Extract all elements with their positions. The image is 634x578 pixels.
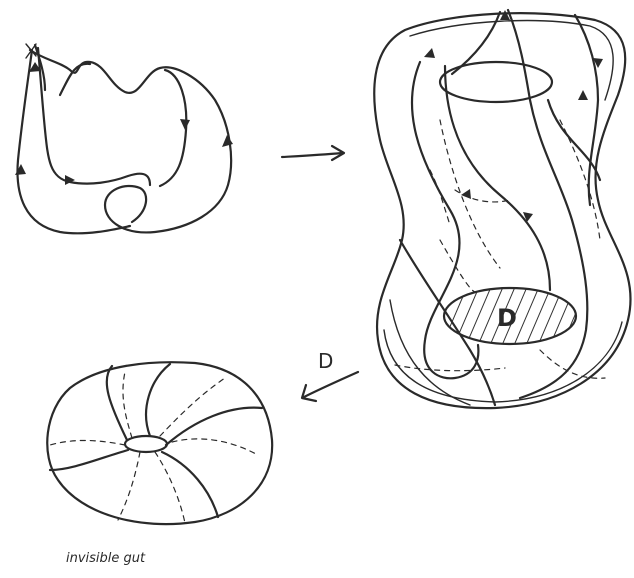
hourglass-surface: D [374,10,630,408]
knot-sketch [15,44,233,233]
transform-arrow-down-left: D [302,349,358,401]
arrow-label: D [318,349,333,373]
caption-invisible-gut: invisible gut [66,551,146,566]
disk-label: D [497,304,517,332]
torus-sketch: invisible gut [47,362,272,566]
transform-arrow-right [282,146,344,160]
